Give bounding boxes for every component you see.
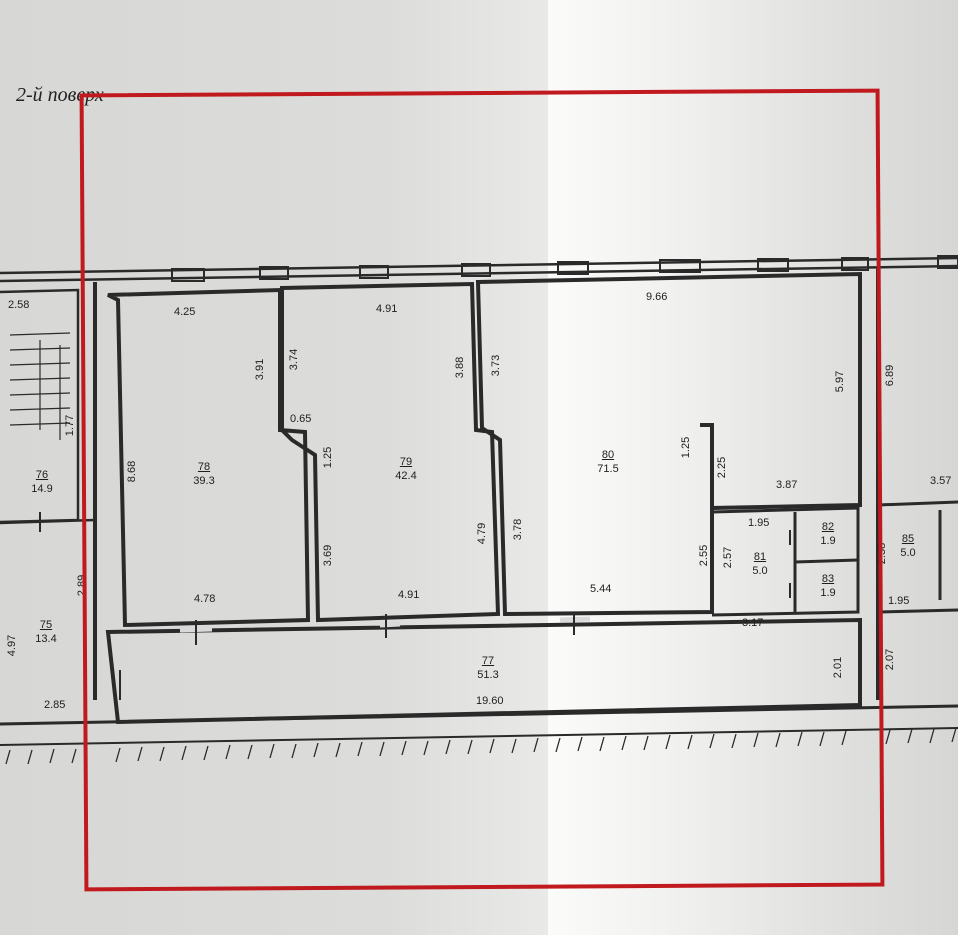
room-area: 1.9 [820, 587, 836, 599]
dimension-label: 2.01 [832, 656, 845, 679]
room-area: 51.3 [477, 669, 499, 681]
dimension-label: 2.85 [44, 699, 66, 711]
room-number: 77 [481, 655, 495, 667]
room-number: 81 [753, 551, 767, 563]
dimension-label: 2.57 [722, 546, 735, 569]
dimension-label: 3.17 [742, 617, 764, 629]
room-number: 79 [399, 456, 413, 468]
room-number: 76 [35, 469, 49, 481]
dimension-label: 3.57 [930, 475, 952, 487]
dimension-label: 2.07 [884, 648, 897, 671]
dimension-label: 6.89 [884, 364, 897, 387]
dimension-label: 1.25 [322, 446, 335, 469]
room-number: 82 [821, 521, 835, 533]
dimension-label: 9.66 [646, 291, 668, 303]
dimension-label: 4.25 [174, 306, 196, 318]
dimension-label: 1.95 [888, 595, 910, 607]
dimension-label: 3.69 [322, 544, 335, 567]
dimension-label: 5.97 [834, 370, 847, 393]
room-number: 85 [901, 533, 915, 545]
room-area: 13.4 [35, 633, 57, 645]
dimension-label: 1.77 [64, 414, 77, 437]
dimension-label: 3.74 [288, 348, 301, 371]
room-area: 42.4 [395, 470, 417, 482]
paper-sheet-right [548, 0, 958, 935]
dimension-label: 2.58 [876, 542, 889, 565]
dimension-label: 4.91 [376, 303, 398, 315]
dimension-label: 2.58 [8, 299, 30, 311]
room-area: 39.3 [193, 475, 215, 487]
dimension-label: 0.65 [290, 413, 312, 425]
walls [0, 255, 958, 765]
dimension-label: 8.68 [126, 460, 139, 483]
dimension-label: 4.97 [6, 634, 19, 657]
dimension-label: 3.91 [254, 358, 267, 381]
room-number: 75 [39, 619, 53, 631]
dimension-label: 1.95 [748, 517, 770, 529]
floor-title: 2-й поверх [16, 84, 104, 106]
room-area: 5.0 [752, 565, 768, 577]
dimension-label: 4.78 [194, 593, 216, 605]
dimension-label: 3.87 [776, 479, 798, 491]
dimension-label: 5.44 [590, 583, 612, 595]
dimension-label: 2.25 [716, 456, 729, 479]
room-area: 14.9 [31, 483, 53, 495]
dimension-label: 2.55 [698, 544, 711, 567]
room-number: 83 [821, 573, 835, 585]
room-area: 1.9 [820, 535, 836, 547]
dimension-label: 4.91 [398, 589, 420, 601]
dimension-label: 2.89 [76, 574, 89, 597]
dimension-label: 4.79 [476, 522, 489, 545]
paper-sheet-left [0, 0, 548, 935]
room-number: 80 [601, 449, 615, 461]
dimension-label: 3.78 [512, 518, 525, 541]
dimension-label: 19.60 [476, 695, 504, 707]
room-number: 78 [197, 461, 211, 473]
dimension-label: 3.73 [490, 354, 503, 377]
dimension-label: 3.88 [454, 356, 467, 379]
room-area: 5.0 [900, 547, 916, 559]
room-area: 71.5 [597, 463, 619, 475]
dimension-label: 1.25 [680, 436, 693, 459]
